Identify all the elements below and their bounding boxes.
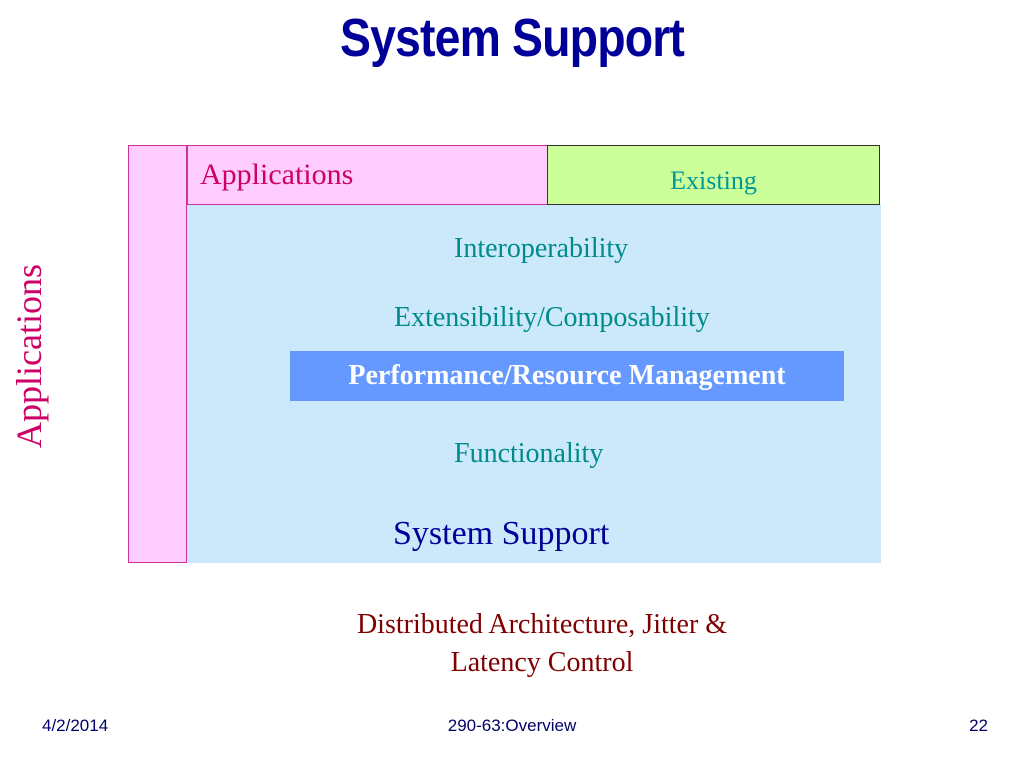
functionality-label: Functionality — [454, 438, 604, 469]
footer-title: 290-63:Overview — [447, 716, 577, 735]
existing-label: Existing — [670, 166, 757, 195]
extensibility-label: Extensibility/Composability — [394, 302, 710, 333]
caption-line-2: Latency Control — [450, 647, 634, 678]
performance-label: Performance/Resource Management — [348, 360, 786, 391]
page-number: 22 — [969, 716, 988, 735]
footer-date: 4/2/2014 — [42, 716, 109, 735]
existing-box: Existing — [547, 145, 880, 205]
slide-title: System Support — [339, 8, 685, 68]
interoperability-label: Interoperability — [454, 233, 629, 264]
applications-top-label: Applications — [200, 158, 354, 191]
caption-line-1: Distributed Architecture, Jitter & — [356, 609, 728, 640]
performance-box: Performance/Resource Management — [290, 351, 844, 401]
system-support-label: System Support — [393, 515, 610, 552]
applications-vertical-box — [128, 145, 187, 563]
applications-vertical-label: Applications — [9, 264, 49, 448]
applications-top-box: Applications — [187, 145, 548, 205]
caption: Distributed Architecture, Jitter & Laten… — [292, 606, 792, 682]
